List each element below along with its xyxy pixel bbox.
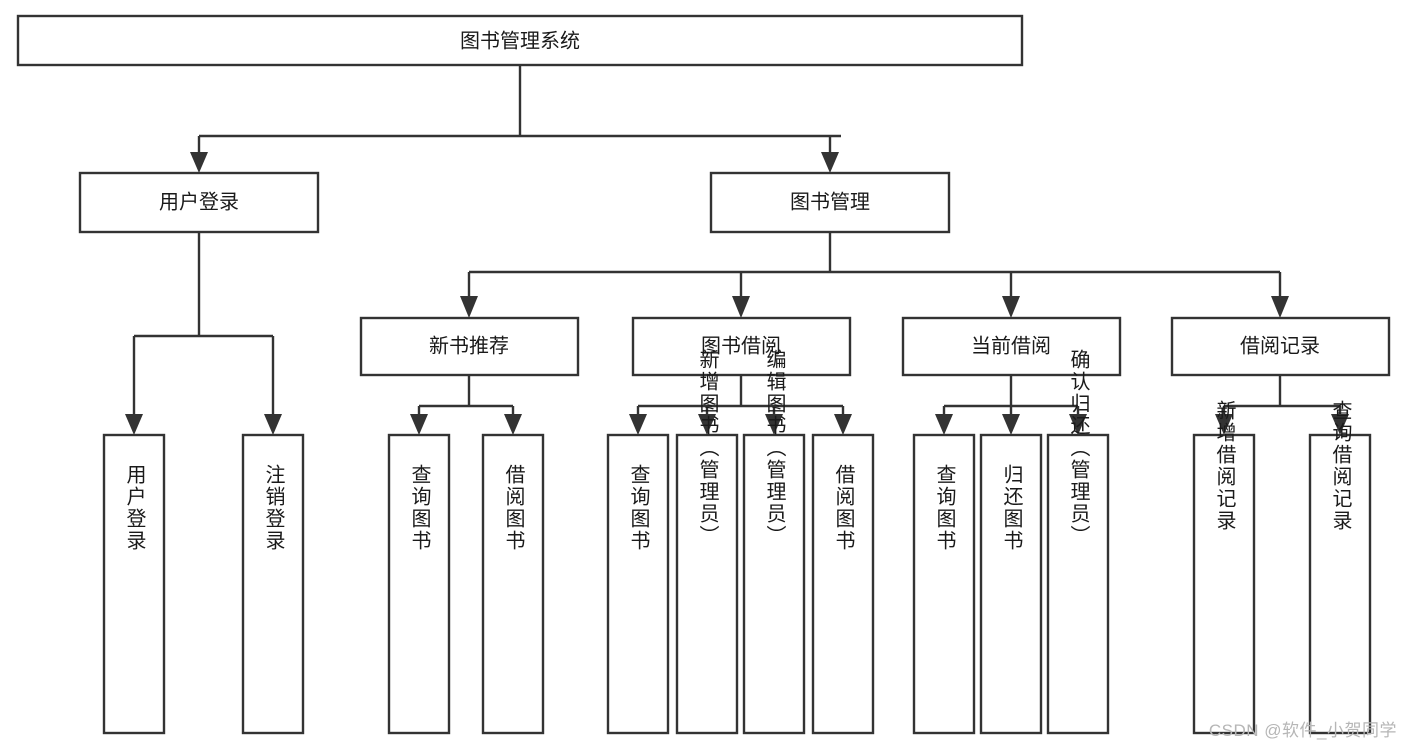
leaf-user-login-label: 用户登录 xyxy=(123,464,146,552)
node-book-manage-label: 图书管理 xyxy=(790,190,870,213)
node-root-label: 图书管理系统 xyxy=(460,29,580,52)
leaf-borrow-book-1-label: 借阅图书 xyxy=(502,464,525,552)
node-borrow-record-label: 借阅记录 xyxy=(1240,334,1320,357)
leaf-query-record[interactable]: 查询借阅记录 xyxy=(1308,400,1372,735)
arrowhead-leaf-borrow-book-1 xyxy=(504,414,522,435)
node-user-login[interactable]: 用户登录 xyxy=(78,171,320,234)
arrowhead-leaf-query-book-3 xyxy=(935,414,953,435)
leaf-logout-login[interactable]: 注销登录 xyxy=(241,433,305,735)
leaf-borrow-book-2[interactable]: 借阅图书 xyxy=(811,433,875,735)
arrowhead-borrow-record xyxy=(1271,296,1289,318)
leaf-query-book-2[interactable]: 查询图书 xyxy=(606,433,670,735)
leaf-logout-login-label: 注销登录 xyxy=(262,464,285,552)
leaf-add-book-box[interactable] xyxy=(675,433,739,735)
arrowhead-new-book-recommend xyxy=(460,296,478,318)
node-new-book-recommend-box[interactable] xyxy=(359,316,580,377)
arrowhead-user-login xyxy=(190,152,208,173)
node-book-borrow-label: 图书借阅 xyxy=(701,334,781,357)
leaf-query-book-2-label: 查询图书 xyxy=(627,464,650,552)
node-book-borrow[interactable]: 图书借阅 xyxy=(631,316,852,377)
leaf-return-book[interactable]: 归还图书 xyxy=(979,433,1043,735)
leaf-query-book-1-box[interactable] xyxy=(387,433,451,735)
leaf-add-record-label: 新增借阅记录 xyxy=(1213,400,1236,532)
leaf-add-record-box[interactable] xyxy=(1192,433,1256,735)
connector-layer xyxy=(125,65,1349,435)
arrowhead-leaf-borrow-book-2 xyxy=(834,414,852,435)
node-root[interactable]: 图书管理系统 xyxy=(16,14,1024,67)
leaf-confirm-return[interactable]: 确认归还（管理员） xyxy=(1046,349,1110,735)
arrowhead-leaf-edit-book xyxy=(765,414,783,435)
node-root-box[interactable] xyxy=(16,14,1024,67)
arrowhead-leaf-user-login xyxy=(125,414,143,435)
arrowhead-leaf-add-record xyxy=(1215,414,1233,435)
leaf-query-book-3[interactable]: 查询图书 xyxy=(912,433,976,735)
arrowhead-book-manage xyxy=(821,152,839,173)
arrowhead-leaf-query-book-2 xyxy=(629,414,647,435)
leaf-query-book-1-label: 查询图书 xyxy=(408,464,431,552)
leaf-return-book-label: 归还图书 xyxy=(1000,464,1023,552)
node-user-login-box[interactable] xyxy=(78,171,320,234)
leaf-confirm-return-label: 确认归还（管理员） xyxy=(1067,349,1090,547)
leaf-confirm-return-box[interactable] xyxy=(1046,433,1110,735)
arrowhead-leaf-confirm-return xyxy=(1069,414,1087,435)
arrowhead-book-borrow xyxy=(732,296,750,318)
node-current-borrow[interactable]: 当前借阅 xyxy=(901,316,1122,377)
leaf-edit-book-box[interactable] xyxy=(742,433,806,735)
node-book-manage-box[interactable] xyxy=(709,171,951,234)
leaf-query-book-3-box[interactable] xyxy=(912,433,976,735)
leaf-user-login-box[interactable] xyxy=(102,433,166,735)
leaf-borrow-book-1[interactable]: 借阅图书 xyxy=(481,433,545,735)
leaf-query-record-box[interactable] xyxy=(1308,433,1372,735)
leaf-add-book[interactable]: 新增图书（管理员） xyxy=(675,349,739,735)
node-book-manage[interactable]: 图书管理 xyxy=(709,171,951,234)
node-user-login-label: 用户登录 xyxy=(159,190,239,213)
node-book-borrow-box[interactable] xyxy=(631,316,852,377)
arrowhead-leaf-return-book xyxy=(1002,414,1020,435)
node-new-book-recommend[interactable]: 新书推荐 xyxy=(359,316,580,377)
leaf-return-book-box[interactable] xyxy=(979,433,1043,735)
leaf-query-book-3-label: 查询图书 xyxy=(933,464,956,552)
leaf-borrow-book-1-box[interactable] xyxy=(481,433,545,735)
node-borrow-record[interactable]: 借阅记录 xyxy=(1170,316,1391,377)
leaf-logout-login-box[interactable] xyxy=(241,433,305,735)
leaf-add-book-label: 新增图书（管理员） xyxy=(696,349,719,547)
leaf-user-login[interactable]: 用户登录 xyxy=(102,433,166,735)
leaf-borrow-book-2-label: 借阅图书 xyxy=(832,464,855,552)
leaf-edit-book-label: 编辑图书（管理员） xyxy=(763,349,786,547)
leaf-query-book-1[interactable]: 查询图书 xyxy=(387,433,451,735)
arrowhead-leaf-add-book xyxy=(698,414,716,435)
arrowhead-current-borrow xyxy=(1002,296,1020,318)
leaf-borrow-book-2-box[interactable] xyxy=(811,433,875,735)
node-new-book-recommend-label: 新书推荐 xyxy=(429,334,509,357)
arrowhead-leaf-query-book-1 xyxy=(410,414,428,435)
arrowhead-leaf-query-record xyxy=(1331,414,1349,435)
leaf-query-book-2-box[interactable] xyxy=(606,433,670,735)
leaf-edit-book[interactable]: 编辑图书（管理员） xyxy=(742,349,806,735)
leaf-add-record[interactable]: 新增借阅记录 xyxy=(1192,400,1256,735)
leaf-query-record-label: 查询借阅记录 xyxy=(1329,400,1352,532)
node-current-borrow-box[interactable] xyxy=(901,316,1122,377)
node-borrow-record-box[interactable] xyxy=(1170,316,1391,377)
arrowhead-leaf-logout-login xyxy=(264,414,282,435)
node-current-borrow-label: 当前借阅 xyxy=(971,334,1051,357)
